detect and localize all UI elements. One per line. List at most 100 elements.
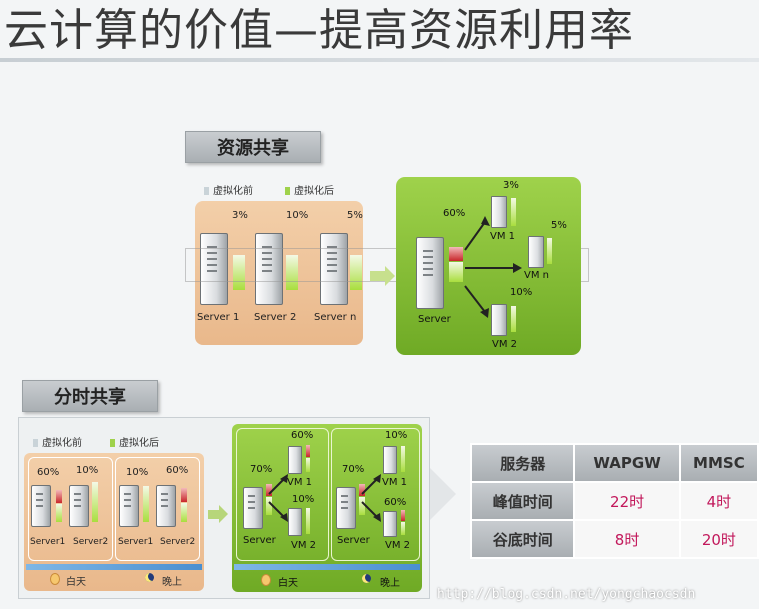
night-vm1-label: VM 1 xyxy=(382,477,408,488)
vm1-util-bar xyxy=(511,198,516,226)
night-label-after: 晚上 xyxy=(380,578,400,589)
day-server-label: Server xyxy=(243,535,276,546)
night-arrow-up xyxy=(361,477,379,495)
server-util-bar-red xyxy=(449,247,463,261)
day-arrow-up-head xyxy=(280,474,288,483)
legend2-after-swatch xyxy=(110,439,115,447)
day-server2-label: Server2 xyxy=(73,537,109,547)
arrow-to-vm1 xyxy=(464,221,486,251)
table-header: MMSC xyxy=(678,443,759,483)
table-header: 服务器 xyxy=(469,443,576,483)
day-vm1-label: VM 1 xyxy=(287,477,313,488)
night-before-box xyxy=(115,457,200,561)
night-vm1-pct: 10% xyxy=(385,430,408,441)
legend-after: 虚拟化后 xyxy=(285,182,334,197)
night-server1-icon xyxy=(119,485,139,527)
night-server-icon xyxy=(336,487,356,529)
watermark-text: http://blog.csdn.net/yongchaocsdn xyxy=(437,587,696,602)
legend2-before-text: 虚拟化前 xyxy=(42,438,82,449)
table-header-row: 服务器 WAPGW MMSC xyxy=(469,443,759,483)
night-vm1-icon xyxy=(383,446,397,474)
night-vm2-label: VM 2 xyxy=(385,540,411,551)
table-cell: 8时 xyxy=(573,519,681,559)
server2-pct: 10% xyxy=(286,210,309,221)
vm1-pct: 3% xyxy=(503,180,519,191)
day-server-bar-red xyxy=(266,484,272,496)
legend-before-text: 虚拟化前 xyxy=(213,186,253,197)
vm1-icon xyxy=(491,196,507,228)
night-server-bar-red xyxy=(359,484,365,496)
table-cell: 22时 xyxy=(573,481,681,521)
night-s2-pct: 60% xyxy=(166,465,189,476)
server1-icon xyxy=(200,233,228,305)
night-server2-icon xyxy=(156,485,176,527)
night-vm-arrows xyxy=(361,474,381,522)
day-server2-icon xyxy=(69,485,89,527)
server-icon xyxy=(416,237,444,309)
day-server2-bar xyxy=(92,482,98,522)
section-time-sharing-label: 分时共享 xyxy=(22,380,158,412)
day-vm1-bar-red xyxy=(306,445,310,457)
server-util-bar-green xyxy=(449,262,463,282)
arrow-to-vm2 xyxy=(464,285,486,313)
row-header: 谷底时间 xyxy=(469,519,576,559)
day-server1-bar-green xyxy=(56,504,62,522)
day-server1-bar-red xyxy=(56,490,62,503)
night-server2-bar-red xyxy=(181,488,187,502)
table-cell: 4时 xyxy=(678,481,759,521)
night-server2-bar-green xyxy=(181,503,187,522)
peak-time-table: 服务器 WAPGW MMSC 峰值时间 22时 4时 谷底时间 8时 20时 xyxy=(469,443,759,559)
row-header: 峰值时间 xyxy=(469,481,576,521)
vmn-icon xyxy=(528,236,544,268)
vmn-label: VM n xyxy=(524,270,549,281)
day-vm1-bar-green xyxy=(306,458,310,472)
night-vm2-bar-green xyxy=(401,522,405,535)
day-after-box xyxy=(236,428,329,561)
day-vm2-pct: 10% xyxy=(292,494,315,505)
vm1-label: VM 1 xyxy=(490,231,516,242)
legend2-after: 虚拟化后 xyxy=(110,434,159,449)
day-s2-pct: 10% xyxy=(76,465,99,476)
day-arrow-down xyxy=(268,501,286,519)
night-s1-pct: 10% xyxy=(126,467,149,478)
timeline-after xyxy=(234,564,420,570)
day-vm2-icon xyxy=(288,508,302,536)
vm2-label: VM 2 xyxy=(492,339,518,350)
legend-after-swatch xyxy=(285,187,290,195)
day-server-pct: 70% xyxy=(250,464,273,475)
servern-icon xyxy=(320,233,348,305)
night-vm2-pct: 60% xyxy=(384,497,407,508)
day-server-icon xyxy=(243,487,263,529)
arrow-head-vm2 xyxy=(480,308,489,318)
night-vm2-bar-red xyxy=(401,510,405,521)
moon-icon xyxy=(145,573,154,582)
night-server1-label: Server1 xyxy=(118,537,154,547)
night-label-before: 晚上 xyxy=(162,577,182,588)
moon-icon xyxy=(362,574,371,583)
arrow-head-vm1 xyxy=(481,216,490,226)
night-server-bar-green xyxy=(359,497,365,515)
sun-icon xyxy=(261,574,271,586)
server-label: Server xyxy=(418,314,451,325)
arrow-head-vmn xyxy=(513,263,522,273)
page-title: 云计算的价值—提高资源利用率 xyxy=(4,5,634,56)
day-server-bar-green xyxy=(266,497,272,515)
day-label-before: 白天 xyxy=(66,577,86,588)
day-vm1-icon xyxy=(288,446,302,474)
day-vm1-pct: 60% xyxy=(291,430,314,441)
legend-after-text: 虚拟化后 xyxy=(294,186,334,197)
arrow-to-table-icon xyxy=(430,468,456,520)
servern-pct: 5% xyxy=(347,210,363,221)
night-arrow-down-head xyxy=(373,513,381,522)
day-label-after: 白天 xyxy=(278,578,298,589)
day-s1-pct: 60% xyxy=(37,467,60,478)
night-server-pct: 70% xyxy=(342,464,365,475)
legend2-before-swatch xyxy=(33,439,38,447)
sun-icon xyxy=(50,573,60,585)
night-arrow-down xyxy=(361,501,379,519)
night-server2-label: Server2 xyxy=(160,537,196,547)
vm-arrows xyxy=(464,216,522,318)
server2-icon xyxy=(255,233,283,305)
legend-before: 虚拟化前 xyxy=(204,182,253,197)
night-vm1-bar xyxy=(401,446,405,472)
